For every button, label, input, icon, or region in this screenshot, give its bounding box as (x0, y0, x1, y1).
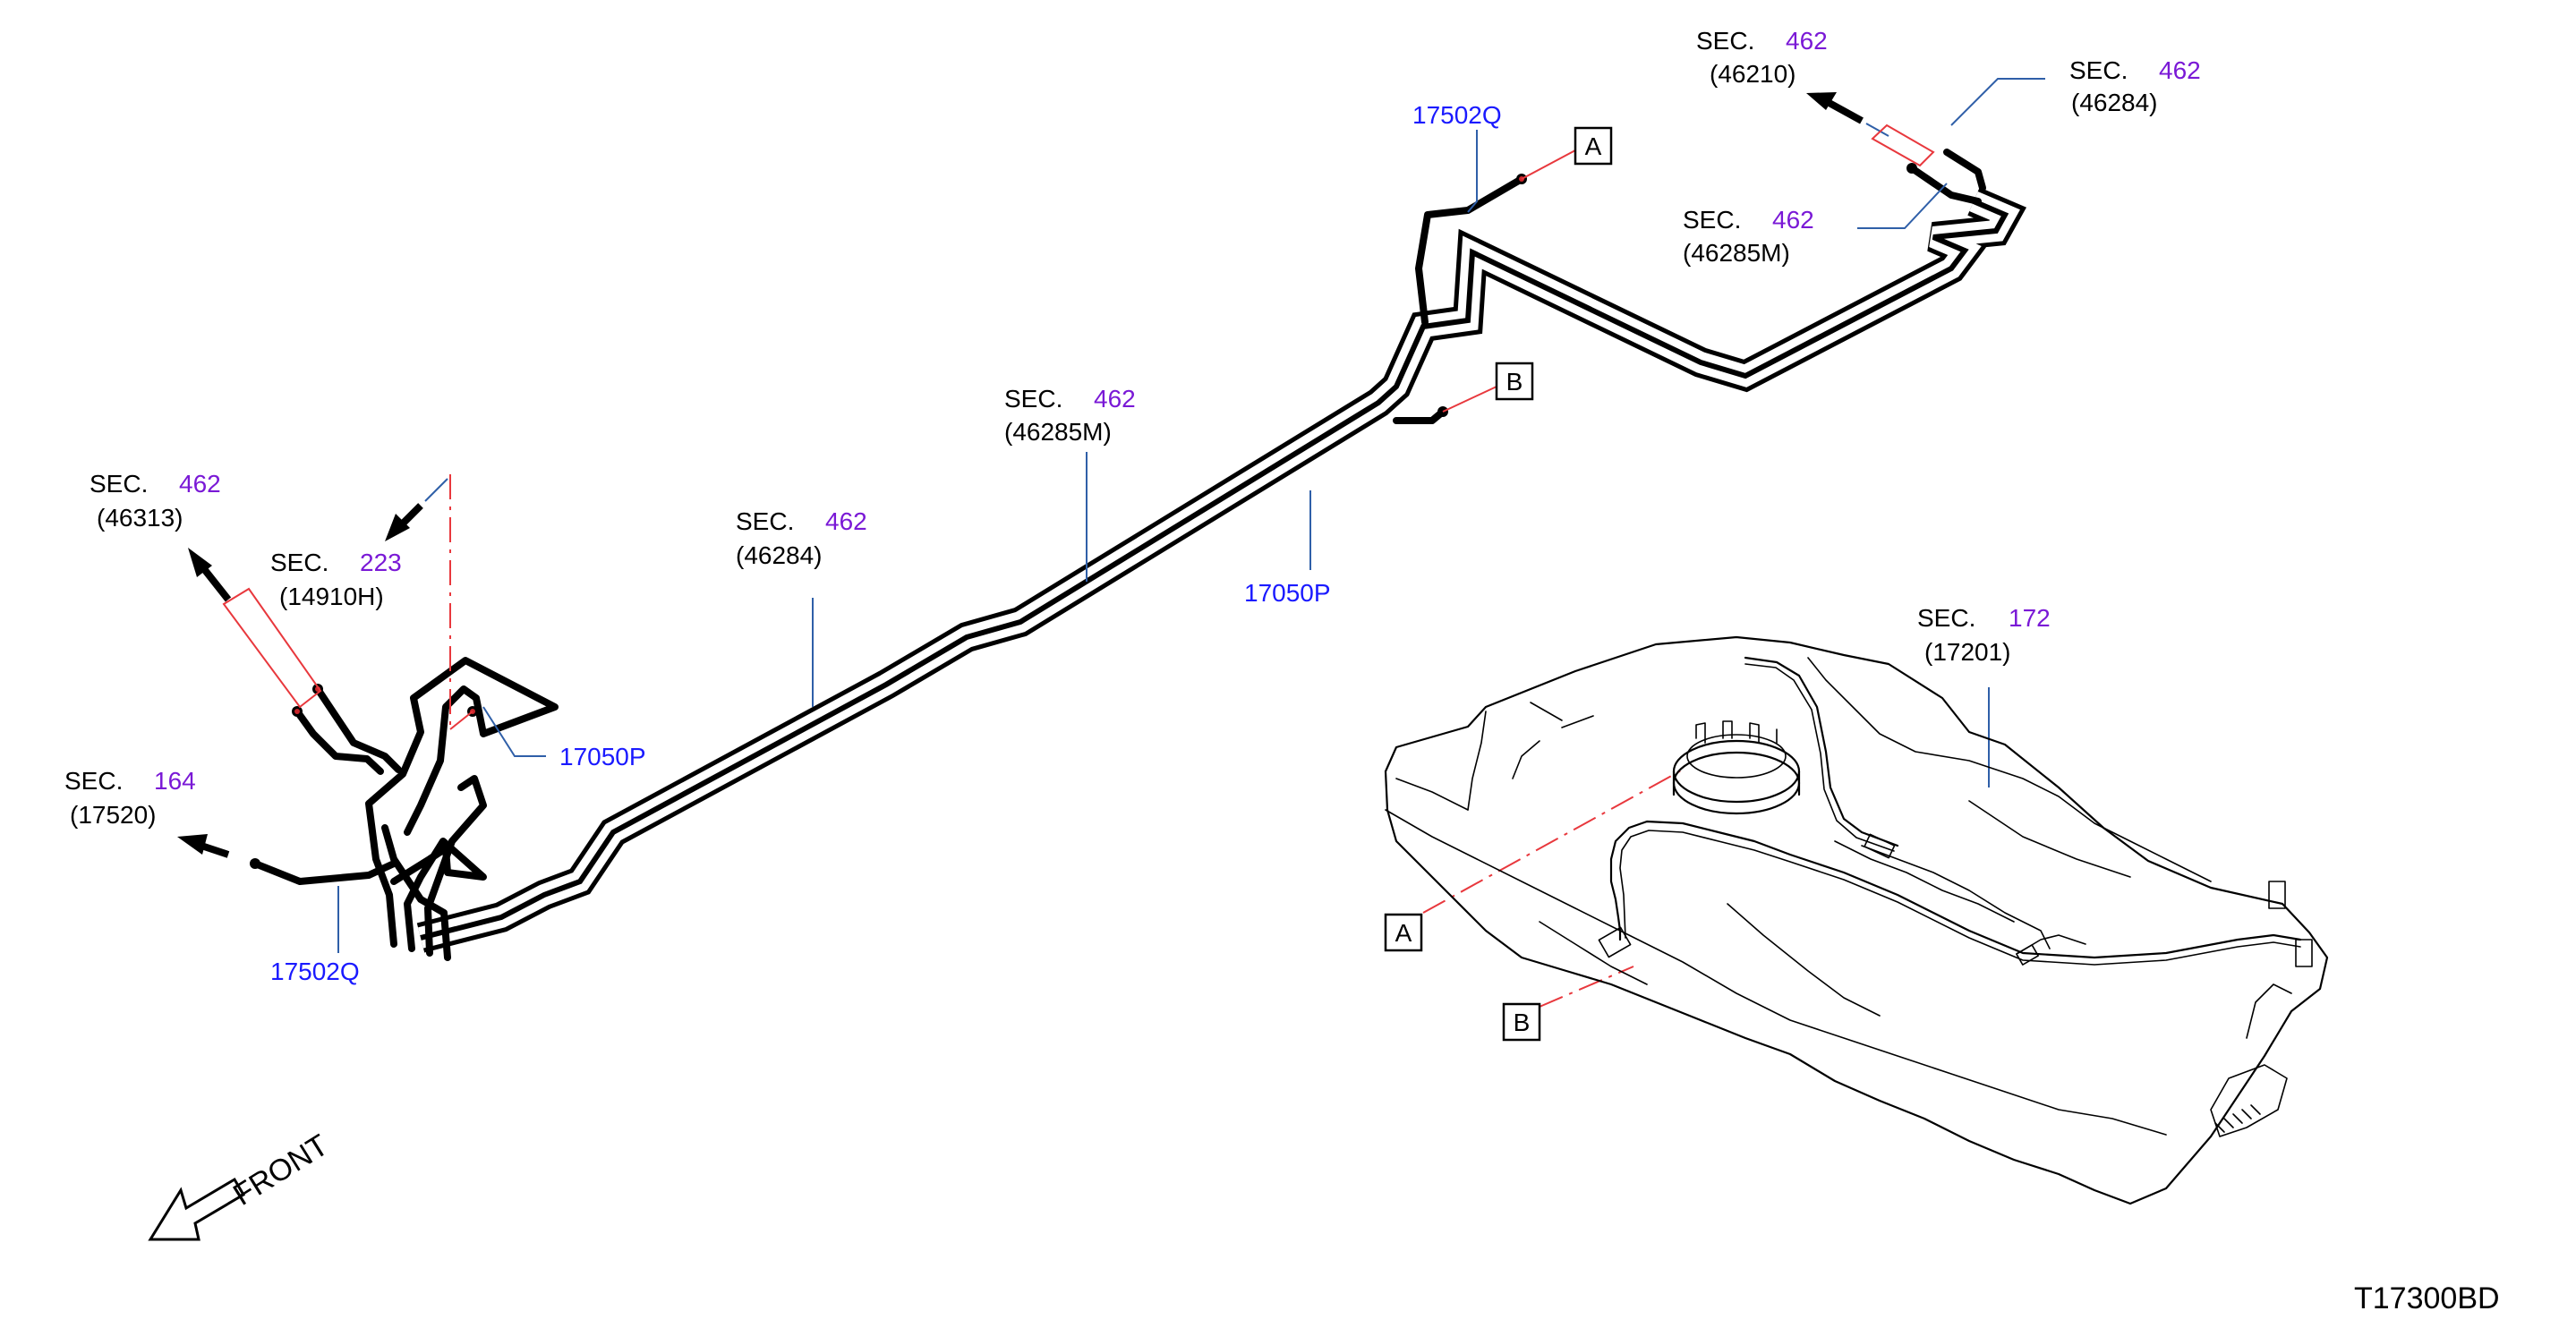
svg-text:462: 462 (825, 507, 867, 535)
pipe-end-points (250, 163, 1917, 869)
svg-text:(46313): (46313) (97, 504, 183, 532)
ref-label-17520: SEC. 164 (17520) (64, 767, 196, 829)
part-number-17502q-bottom: 17502Q (270, 958, 360, 985)
ref-label-46210: SEC. 462 (46210) (1696, 27, 1828, 88)
ref-label-46284-mid: SEC. 462 (46284) (736, 507, 867, 569)
ref-label-46284-top: SEC. 462 (46284) (2069, 56, 2201, 116)
red-leaders (222, 123, 1935, 1008)
svg-text:462: 462 (179, 470, 221, 498)
svg-text:SEC.: SEC. (90, 470, 148, 498)
svg-text:223: 223 (360, 549, 402, 576)
svg-text:462: 462 (1094, 385, 1136, 413)
direction-arrows (177, 92, 1889, 858)
blue-leaders (337, 78, 2045, 953)
svg-text:SEC.: SEC. (1696, 27, 1754, 55)
svg-text:172: 172 (2009, 604, 2051, 632)
fuel-pipe-bundle (252, 175, 2027, 961)
svg-text:(17201): (17201) (1924, 638, 2011, 666)
svg-text:(46284): (46284) (2071, 89, 2158, 116)
svg-text:B: B (1506, 368, 1523, 396)
svg-text:462: 462 (1786, 27, 1828, 55)
svg-text:(46285M): (46285M) (1683, 239, 1790, 267)
svg-text:164: 164 (154, 767, 196, 795)
part-number-17050p-left: 17050P (559, 743, 646, 770)
fuel-tank (1384, 635, 2329, 1205)
ref-label-46285m-top: SEC. 462 (46285M) (1683, 206, 1814, 267)
svg-text:A: A (1395, 919, 1412, 947)
connector-box-a-top: A (1574, 126, 1613, 166)
svg-text:SEC.: SEC. (2069, 56, 2128, 84)
diagram-id: T17300BD (2354, 1281, 2500, 1315)
ref-label-14910h: SEC. 223 (14910H) (270, 549, 402, 610)
svg-text:(17520): (17520) (70, 801, 157, 829)
connector-box-b-tank: B (1502, 1002, 1541, 1042)
top-right-fittings (1908, 149, 1986, 205)
ref-label-46313: SEC. 462 (46313) (90, 470, 221, 532)
svg-text:SEC.: SEC. (64, 767, 123, 795)
svg-text:SEC.: SEC. (1004, 385, 1062, 413)
front-arrow-icon (148, 1177, 246, 1241)
front-label: FRONT (227, 1128, 334, 1213)
svg-text:(14910H): (14910H) (279, 583, 384, 610)
svg-text:(46284): (46284) (736, 541, 823, 569)
svg-text:SEC.: SEC. (736, 507, 794, 535)
svg-text:462: 462 (1772, 206, 1814, 234)
svg-text:(46285M): (46285M) (1004, 418, 1112, 446)
svg-text:(46210): (46210) (1710, 60, 1796, 88)
svg-text:SEC.: SEC. (1683, 206, 1741, 234)
svg-text:B: B (1514, 1009, 1531, 1036)
part-number-17502q-top: 17502Q (1412, 101, 1502, 129)
svg-text:A: A (1585, 132, 1602, 160)
connector-box-b-top: B (1495, 362, 1534, 401)
svg-text:462: 462 (2159, 56, 2201, 84)
ref-label-46285m-mid: SEC. 462 (46285M) (1004, 385, 1136, 446)
part-number-17050p-mid: 17050P (1244, 579, 1331, 607)
svg-text:SEC.: SEC. (270, 549, 328, 576)
ref-label-17201: SEC. 172 (17201) (1917, 604, 2051, 666)
svg-text:SEC.: SEC. (1917, 604, 1975, 632)
connector-box-a-tank: A (1384, 913, 1423, 952)
